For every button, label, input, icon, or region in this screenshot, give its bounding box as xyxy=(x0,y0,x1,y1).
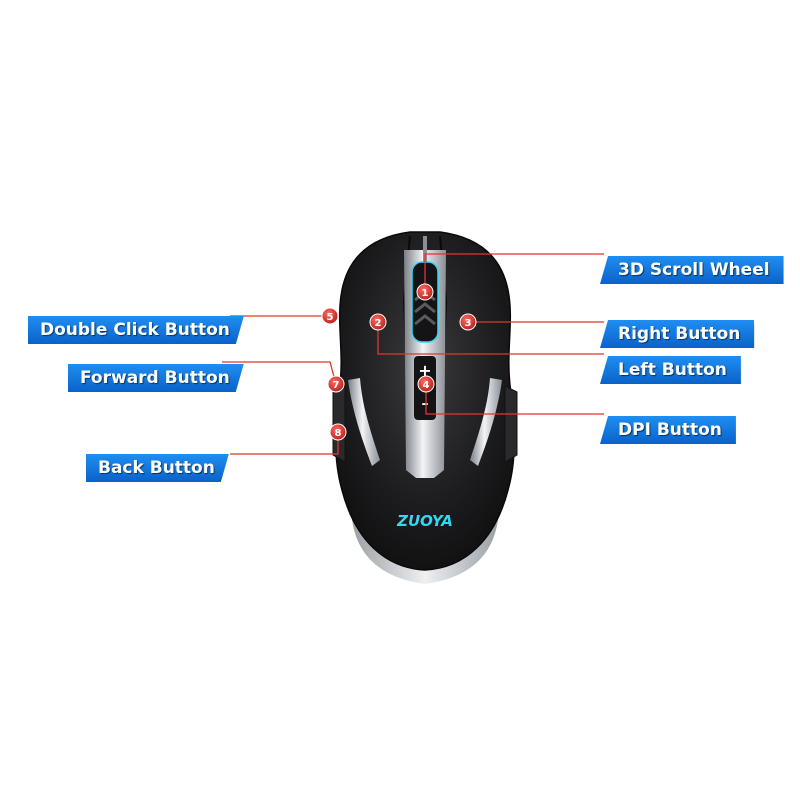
dpi-minus-symbol: – xyxy=(422,396,429,412)
marker-3: 3 xyxy=(459,313,477,331)
svg-text:5: 5 xyxy=(327,312,334,323)
marker-5: 5 xyxy=(321,307,339,325)
svg-text:7: 7 xyxy=(333,380,340,391)
leader-scroll-wheel xyxy=(424,253,604,292)
svg-text:3: 3 xyxy=(465,318,472,329)
left-chrome-accent xyxy=(348,378,380,466)
marker-2: 2 xyxy=(369,313,387,331)
label-forward-button: Forward Button xyxy=(68,364,244,392)
leader-dpi xyxy=(425,392,604,415)
leader-lines xyxy=(222,253,604,455)
mouse-base xyxy=(352,500,498,584)
label-double-click-button: Double Click Button xyxy=(28,316,244,344)
label-left-button: Left Button xyxy=(600,356,741,384)
marker-7: 7 xyxy=(327,375,345,393)
label-back-button: Back Button xyxy=(86,454,229,482)
side-grip-right xyxy=(504,385,518,463)
svg-text:8: 8 xyxy=(335,428,342,439)
dpi-plus-symbol: + xyxy=(418,361,431,380)
leader-back xyxy=(230,440,339,455)
marker-1: 1 xyxy=(416,283,434,301)
leader-left-button xyxy=(377,330,604,355)
svg-text:1: 1 xyxy=(422,288,429,299)
brand-logo: ZUOYA xyxy=(396,512,453,530)
label-3d-scroll-wheel: 3D Scroll Wheel xyxy=(600,256,784,284)
svg-text:4: 4 xyxy=(423,380,430,391)
right-chrome-accent xyxy=(470,378,502,466)
label-dpi-button: DPI Button xyxy=(600,416,736,444)
marker-4: 4 xyxy=(417,375,435,393)
marker-8: 8 xyxy=(329,423,347,441)
svg-text:2: 2 xyxy=(375,318,382,329)
label-right-button: Right Button xyxy=(600,320,755,348)
